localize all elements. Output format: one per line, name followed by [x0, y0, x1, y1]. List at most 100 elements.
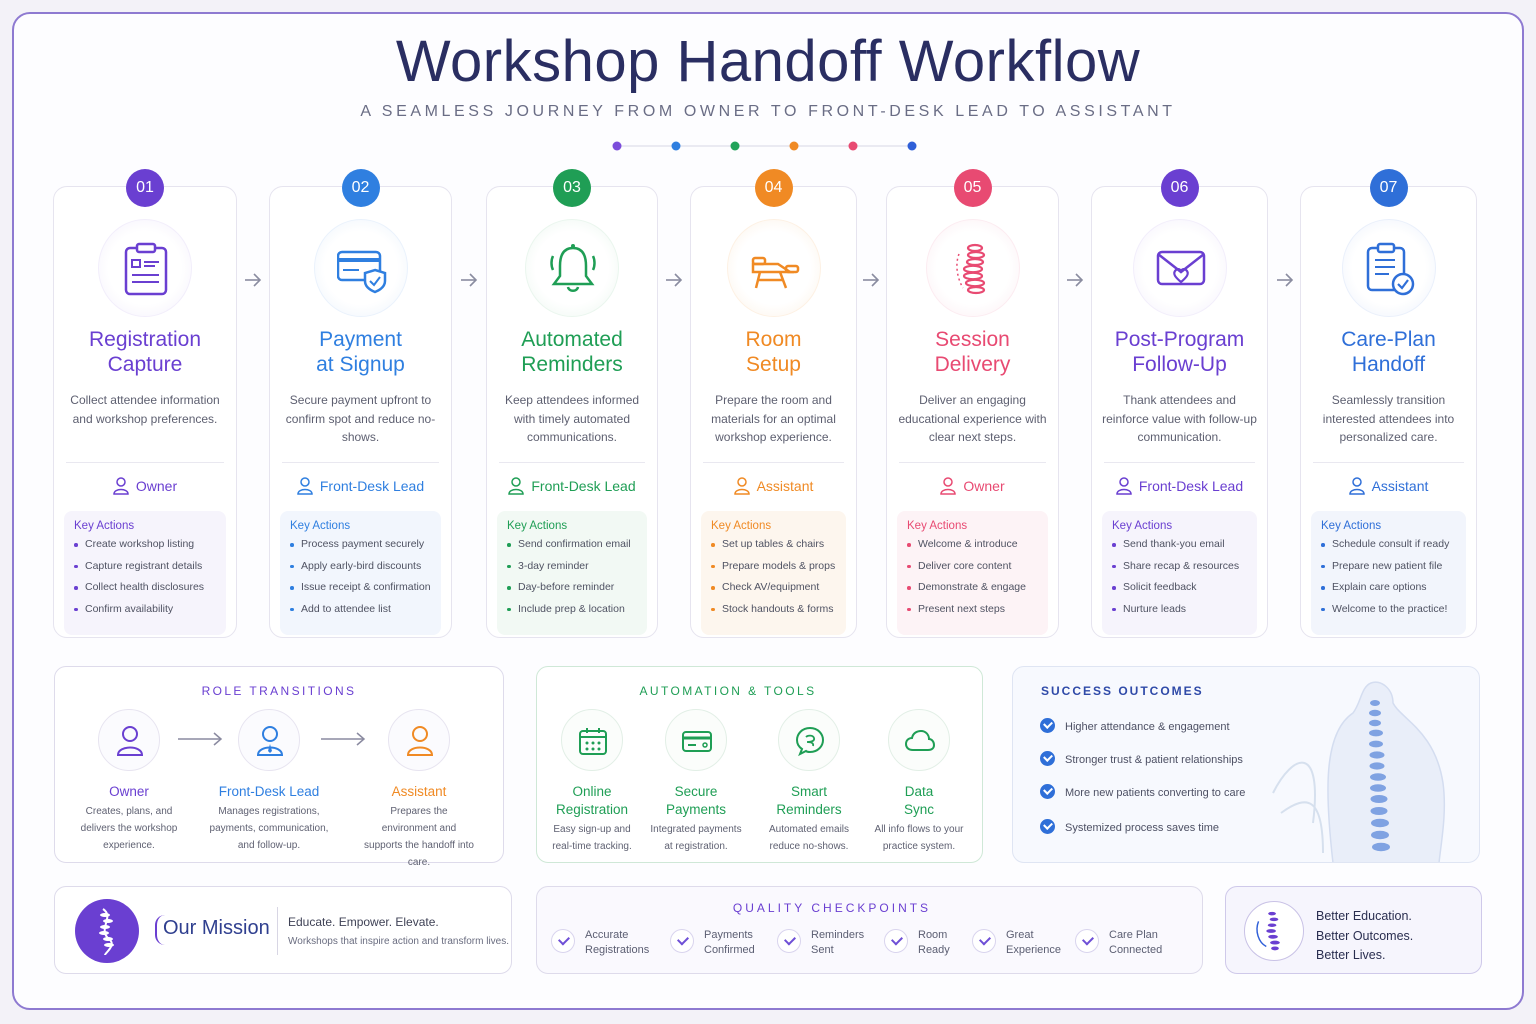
tool-desc: Easy sign-up and real-time tracking. [552, 824, 632, 852]
step-description: Prepare the room and materials for an op… [711, 393, 836, 444]
front-desk-role-icon [238, 709, 300, 771]
list-item: Process payment securely [290, 538, 431, 560]
progress-dot [730, 141, 740, 151]
list-item: Set up tables & chairs [711, 538, 836, 560]
arrow-right-icon [321, 732, 366, 746]
key-actions-title: Key Actions [1321, 520, 1382, 532]
step-number-badge: 03 [553, 169, 591, 207]
step-number-badge: 01 [126, 169, 164, 207]
step-description: Secure payment upfront to confirm spot a… [285, 393, 436, 444]
step-description: Deliver an engaging educational experien… [898, 393, 1047, 444]
envelope-heart-icon [1132, 219, 1227, 317]
list-item: Create workshop listing [74, 538, 216, 560]
list-item: Add to attendee list [290, 603, 431, 625]
list-item: Prepare new patient file [1321, 560, 1456, 582]
check-circle-icon [1040, 718, 1055, 733]
list-item: Welcome & introduce [907, 538, 1038, 560]
divider [277, 907, 278, 955]
step-role: Owner [887, 477, 1058, 495]
progress-dot [789, 141, 799, 151]
arrow-right-icon [862, 270, 880, 290]
list-item: Stock handouts & forms [711, 603, 836, 625]
person-icon [297, 477, 313, 495]
key-actions-title: Key Actions [290, 520, 351, 532]
list-item: Demonstrate & engage [907, 581, 1038, 603]
list-item: Send thank-you email [1112, 538, 1247, 560]
step-number-badge: 07 [1369, 169, 1408, 207]
step-role: Front-Desk Lead [1092, 477, 1267, 495]
list-item: Include prep & location [507, 603, 637, 625]
arrow-right-icon [1066, 270, 1084, 290]
calendar-icon [561, 709, 623, 771]
list-item: Issue receipt & confirmation [290, 581, 431, 603]
step-description: Seamlessly transition interested attende… [1322, 393, 1455, 444]
mission-title: Our Mission [163, 917, 270, 939]
tool-desc: Automated emails reduce no-shows. [768, 824, 850, 852]
check-circle-icon [1040, 819, 1055, 834]
list-item: Check AV/equipment [711, 581, 836, 603]
owner-role-icon [98, 709, 160, 771]
mission-tagline: Educate. Empower. Elevate. [288, 915, 439, 929]
arrow-right-icon [1276, 270, 1294, 290]
success-outcomes-title: SUCCESS OUTCOMES [1041, 684, 1204, 698]
spine-icon [925, 219, 1020, 317]
progress-dots [612, 139, 917, 151]
step-role: Assistant [691, 477, 856, 495]
role-name: Assistant [391, 784, 447, 799]
spine-logo-icon [75, 899, 139, 963]
mission-desc: Workshops that inspire action and transf… [288, 936, 510, 947]
better-panel: Better Education.Better Outcomes.Better … [1225, 886, 1482, 974]
list-item: Apply early-bird discounts [290, 560, 431, 582]
list-item: Solicit feedback [1112, 581, 1247, 603]
step-description: Thank attendees and reinforce value with… [1102, 393, 1257, 444]
list-item: Welcome to the practice! [1321, 603, 1456, 625]
person-icon [733, 477, 750, 495]
key-actions-title: Key Actions [711, 520, 772, 532]
bell-icon [525, 219, 619, 317]
credit-card-shield-icon [313, 219, 408, 317]
list-item: Schedule consult if ready [1321, 538, 1456, 560]
list-item: Prepare models & props [711, 560, 836, 582]
treatment-table-icon [726, 219, 821, 317]
list-item: Share recap & resources [1112, 560, 1247, 582]
role-owner: Owner Creates, plans, and delivers the w… [59, 709, 199, 854]
key-actions-title: Key Actions [74, 520, 135, 532]
outcome-item: Higher attendance & engagement [1040, 718, 1230, 733]
role-name: Owner [109, 784, 149, 799]
role-desc: Prepares the environment and supports th… [364, 806, 474, 868]
step-description: Collect attendee information and worksho… [70, 393, 220, 426]
divider [899, 462, 1046, 463]
bracket-decor [155, 915, 165, 945]
list-item: Explain care options [1321, 581, 1456, 603]
outcome-item: Stronger trust & patient relationships [1040, 751, 1243, 766]
list-item: Nurture leads [1112, 603, 1247, 625]
role-front-desk: Front-Desk Lead Manages registrations, p… [199, 709, 339, 854]
page-title: Workshop Handoff Workflow [395, 29, 1141, 94]
role-assistant: Assistant Prepares the environment and s… [349, 709, 489, 871]
